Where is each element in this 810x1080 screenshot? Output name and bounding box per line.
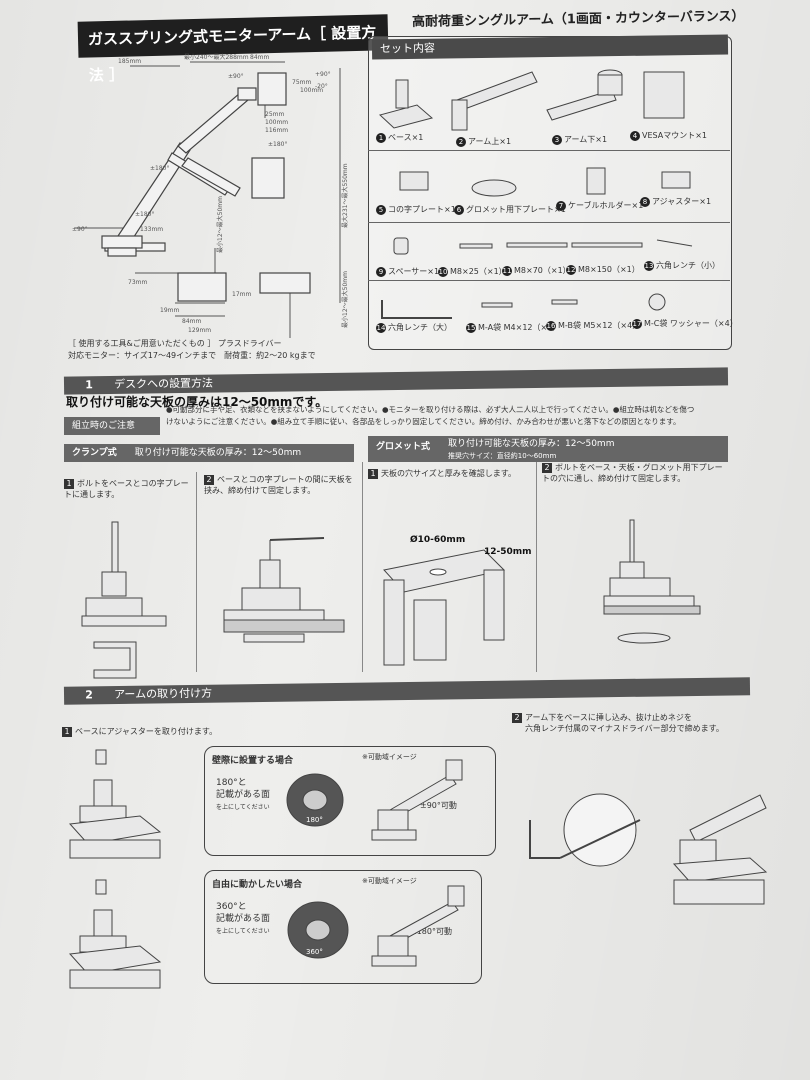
thick-dim: 12-50mm	[484, 547, 532, 557]
dim-100: 100mm	[300, 87, 323, 94]
dim-185: 185mm	[118, 58, 141, 65]
caution-text-2: けないようにご注意ください。●組み立て手順に従い、各部品をしっかり固定してくださ…	[166, 417, 681, 426]
dim-129: 129mm	[188, 327, 211, 334]
dim-grommet-range: 最小12～最大50mm	[341, 271, 349, 328]
dim-100b: 100mm	[265, 119, 288, 126]
dim-clamp-range: 最小12～最大50mm	[216, 196, 224, 253]
clamp-head: クランプ式取り付け可能な天板の厚み：12～50mm	[64, 444, 354, 462]
wall-up: を上にしてください	[216, 804, 270, 811]
page-subtitle: 高耐荷重シングルアーム（1画面・カウンターバランス）	[411, 9, 745, 30]
wall-move: ±90°可動	[420, 801, 457, 810]
desk-install-illustrations: Ø10-60mm 12-50mm	[81, 519, 701, 679]
wall-case-note: ※可動域イメージ	[362, 753, 417, 761]
free-case-note: ※可動域イメージ	[362, 877, 417, 885]
wall-face: 記載がある面	[216, 790, 271, 800]
wall-case-box	[204, 746, 496, 856]
dim-angle-r180c: ±180°	[135, 211, 154, 218]
divider	[368, 280, 730, 281]
dim-height-range: 最大231～最大550mm	[341, 163, 349, 228]
tools-line: ［ 使用する工具&ご用意いただくもの ］ プラスドライバー	[68, 339, 282, 348]
dim-angle-down: -20°	[315, 83, 328, 90]
thickness-heading: 取り付け可能な天板の厚みは12～50mmです。	[66, 395, 328, 409]
free-face: 記載がある面	[216, 914, 271, 924]
hole-dim: Ø10-60mm	[410, 534, 465, 545]
wall-ring-mark: 180°	[306, 816, 323, 824]
arm-install-illustrations: 180° 360°	[68, 749, 768, 989]
free-deg: 360°と	[216, 902, 247, 912]
caution-text-1: ●可動部分に手や足、衣類などを挟まないようにしてください。●モニターを取り付ける…	[166, 405, 695, 414]
free-case-box	[204, 870, 482, 984]
free-up: を上にしてください	[216, 928, 270, 935]
divider	[196, 472, 197, 672]
wall-case-heading: 壁際に設置する場合	[212, 756, 294, 766]
wall-deg: 180°と	[216, 778, 247, 788]
dim-73: 73mm	[128, 279, 147, 286]
dim-angle-r180a: ±180°	[268, 141, 287, 148]
dim-angle-r90: ±90°	[228, 73, 244, 80]
parts-illustrations	[378, 69, 693, 319]
dim-133: 133mm	[140, 226, 163, 233]
dim-angle-r90b: ±90°	[72, 226, 88, 233]
free-ring-mark: 360°	[306, 948, 323, 956]
dim-84b: 84mm	[182, 318, 201, 325]
divider	[362, 462, 363, 672]
dim-range-top: 最小240～最大288mm	[184, 53, 249, 61]
dim-angle-up: +90°	[315, 71, 331, 78]
divider	[368, 150, 730, 151]
free-move: ±180°可動	[410, 927, 452, 936]
dim-angle-r180b: ±180°	[150, 165, 169, 172]
dim-19: 19mm	[160, 307, 179, 314]
divider	[368, 222, 730, 223]
dimension-diagram: 185mm 最小240～最大288mm 84mm ±90° 75mm 100mm…	[72, 53, 349, 338]
dim-116: 116mm	[265, 127, 288, 134]
free-case-heading: 自由に動かしたい場合	[212, 880, 303, 890]
dim-75: 75mm	[292, 79, 311, 86]
divider	[536, 462, 537, 672]
monitor-spec-line: 対応モニター：サイズ17～49インチまで 耐荷重：約2～20 kgまで	[68, 351, 316, 360]
dim-25: 25mm	[265, 111, 284, 118]
dim-84: 84mm	[250, 54, 269, 61]
dim-17: 17mm	[232, 291, 251, 298]
caution-head: 組立時のご注意	[64, 417, 160, 435]
